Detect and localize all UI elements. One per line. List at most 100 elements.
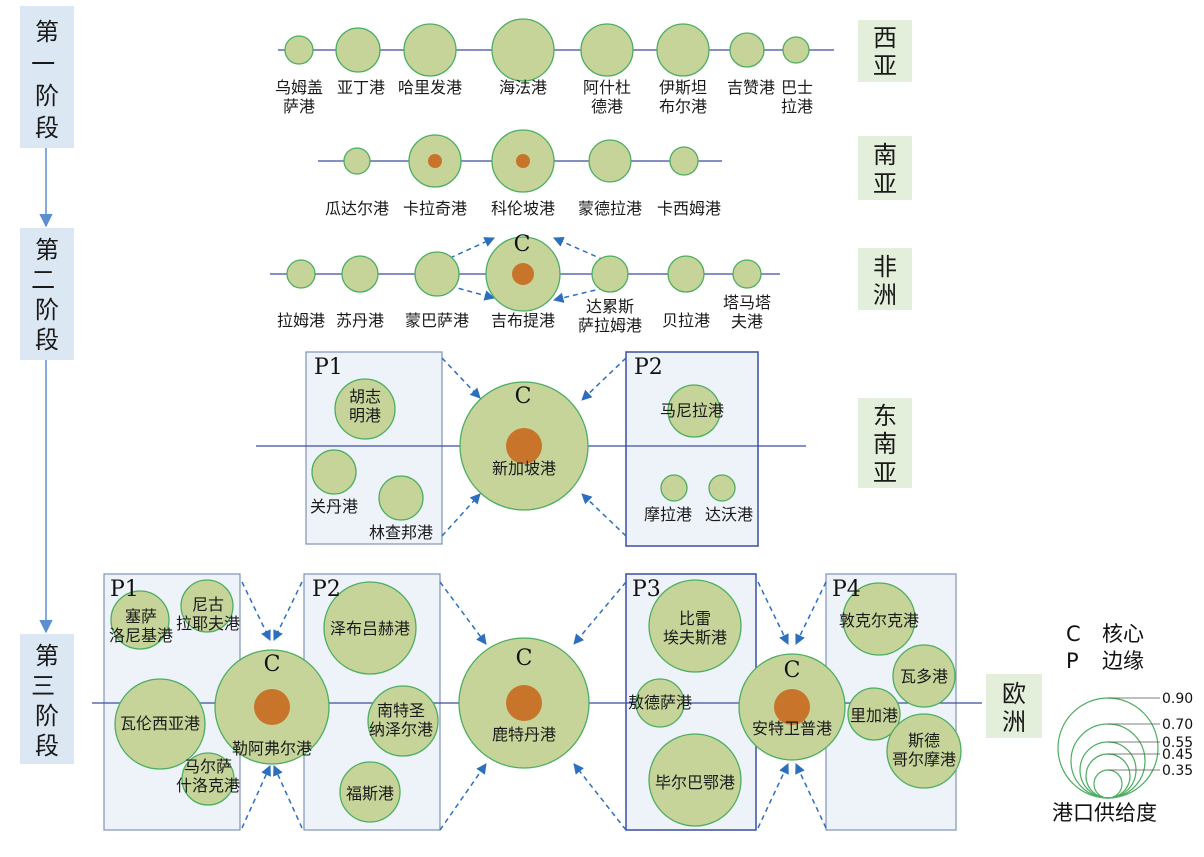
port-label: 乌姆盖萨港	[275, 78, 323, 116]
periphery-marker-p2-eu: P2	[312, 577, 341, 602]
port-circle	[378, 475, 424, 521]
legend-circle	[1093, 769, 1123, 799]
core-dot	[516, 154, 530, 168]
port-circle	[729, 32, 765, 68]
port-africa-4: 达累斯萨拉姆港	[578, 255, 642, 335]
port-europe-8: 鹿特丹港	[458, 637, 590, 769]
port-label: 勒阿弗尔港	[232, 739, 312, 758]
region-south-asia: 南亚	[873, 141, 897, 198]
port-circle	[635, 678, 685, 728]
port-circle	[591, 255, 629, 293]
port-label: 瓦伦西亚港	[120, 714, 200, 733]
port-southeast-asia-4: 马尼拉港	[660, 384, 724, 438]
port-label: 安特卫普港	[752, 719, 832, 738]
port-circle	[667, 255, 705, 293]
port-circle	[414, 251, 460, 297]
port-label: 蒙德拉港	[578, 199, 642, 218]
port-label: 林查邦港	[369, 523, 433, 542]
port-label: 瓜达尔港	[325, 199, 389, 218]
port-circle	[892, 644, 956, 708]
port-label: 马尼拉港	[660, 401, 724, 420]
core-dot	[254, 689, 290, 725]
port-label: 吉布提港	[491, 311, 555, 330]
port-label: 关丹港	[310, 497, 358, 516]
port-africa-2: 蒙巴萨港	[405, 251, 469, 330]
port-circle	[886, 713, 962, 789]
port-label: 科伦坡港	[491, 199, 555, 218]
stage-1-label: 第一 阶段	[31, 18, 63, 142]
port-africa-5: 贝拉港	[662, 255, 710, 330]
port-europe-15: 里加港	[847, 687, 901, 741]
port-africa-3: 吉布提港	[485, 236, 561, 330]
port-label: 尼古拉耶夫港	[176, 595, 240, 633]
flow-arrows	[241, 237, 827, 831]
core-marker-antwerp: C	[784, 658, 801, 683]
periphery-marker-p1-eu: P1	[110, 577, 139, 602]
core-dot	[774, 689, 810, 725]
port-europe-2: 瓦伦西亚港	[114, 678, 206, 770]
markers: C C C C C P1 P2 P1 P2 P3 P4	[110, 232, 861, 683]
periphery-marker-p1-sea: P1	[314, 355, 343, 380]
region-europe: 欧洲	[1002, 680, 1026, 736]
periphery-marker-p2-sea: P2	[634, 355, 663, 380]
port-europe-10: 敖德萨港	[628, 678, 692, 728]
legend-title: 港口供给度	[1052, 801, 1157, 825]
port-label: 新加坡港	[492, 459, 556, 478]
port-label: 敦克尔克港	[839, 611, 919, 630]
port-africa-0: 拉姆港	[277, 259, 325, 330]
port-circle	[660, 474, 688, 502]
port-label: 鹿特丹港	[492, 725, 556, 744]
core-dot	[428, 154, 442, 168]
region-labels: 西亚 南亚 非洲 东南亚 欧洲	[858, 20, 1042, 738]
core-marker-southeast-asia: C	[515, 384, 532, 409]
port-europe-0: 塞萨洛尼基港	[109, 590, 173, 650]
port-label: 达沃港	[705, 505, 753, 524]
port-europe-13: 敦克尔克港	[839, 582, 919, 656]
ports-layer: 乌姆盖萨港亚丁港哈里发港海法港阿什杜德港伊斯坦布尔港吉赞港巴士拉港瓜达尔港卡拉奇…	[109, 18, 962, 827]
stage-3-box	[20, 634, 74, 764]
port-south-asia-2: 科伦坡港	[491, 129, 555, 218]
legend-edge-label: 边缘	[1102, 649, 1144, 673]
stage-2-box	[20, 228, 74, 360]
port-europe-6: 南特圣纳泽尔港	[367, 685, 439, 757]
port-label: 南特圣纳泽尔港	[369, 701, 433, 739]
port-circle	[311, 449, 357, 495]
port-west-asia-7: 巴士拉港	[781, 36, 813, 116]
port-southeast-asia-2: 林查邦港	[369, 475, 433, 542]
port-south-asia-3: 蒙德拉港	[578, 139, 642, 218]
port-circle	[669, 146, 699, 176]
port-circle	[847, 687, 901, 741]
port-label: 海法港	[499, 78, 547, 97]
port-circle	[648, 579, 742, 673]
port-circle	[656, 23, 710, 77]
port-west-asia-0: 乌姆盖萨港	[275, 35, 323, 116]
port-west-asia-5: 伊斯坦布尔港	[656, 23, 710, 116]
legend-size-scale: 0.900.700.550.450.35	[1057, 691, 1193, 799]
port-europe-16: 斯德哥尔摩港	[886, 713, 962, 789]
region-africa: 非洲	[873, 253, 897, 309]
port-label: 瓦多港	[900, 667, 948, 686]
port-circle	[343, 147, 371, 175]
port-europe-4: 勒阿弗尔港	[214, 649, 330, 765]
port-europe-11: 毕尔巴鄂港	[648, 733, 742, 827]
port-label: 达累斯萨拉姆港	[578, 297, 642, 335]
legend-value: 0.35	[1162, 763, 1193, 779]
port-europe-9: 比雷埃夫斯港	[648, 579, 742, 673]
port-circle	[782, 36, 810, 64]
port-label: 比雷埃夫斯港	[663, 609, 727, 647]
port-label: 贝拉港	[662, 311, 710, 330]
port-label: 苏丹港	[336, 311, 384, 330]
legend-edge-letter: P	[1066, 649, 1079, 673]
port-label: 毕尔巴鄂港	[655, 773, 735, 792]
port-label: 卡西姆港	[657, 199, 721, 218]
port-circle	[648, 733, 742, 827]
port-label: 塔马塔夫港	[723, 293, 771, 331]
periphery-marker-p4-eu: P4	[832, 577, 861, 602]
port-west-asia-4: 阿什杜德港	[580, 23, 634, 116]
port-circle	[588, 139, 632, 183]
core-dot	[512, 263, 534, 285]
core-marker-africa: C	[514, 232, 531, 257]
legend-value: 0.45	[1162, 747, 1193, 763]
port-circle	[180, 579, 234, 633]
